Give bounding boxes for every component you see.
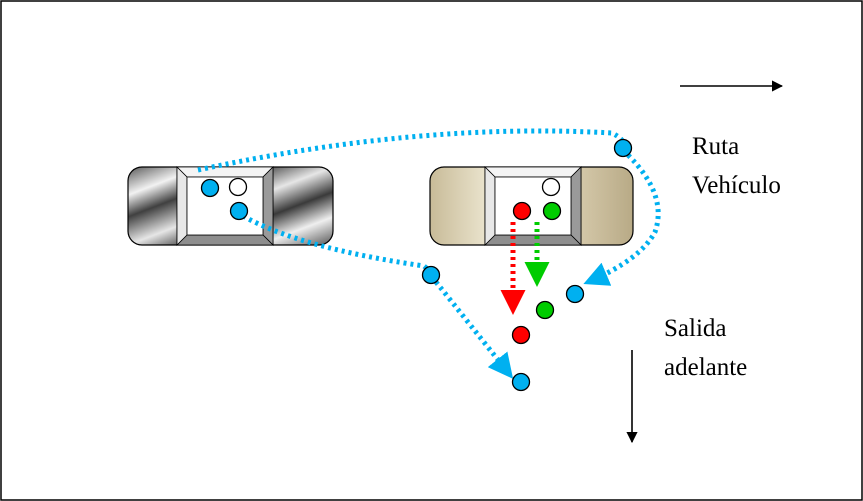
green-marker [542, 201, 562, 221]
red-marker [511, 325, 531, 345]
blue-marker [229, 201, 249, 221]
red-marker [512, 201, 532, 221]
route-label-line1: Ruta [692, 133, 740, 160]
route-path-left-down [241, 213, 433, 274]
exit-label-line2: adelante [664, 354, 748, 381]
exit-label-line1: Salida [664, 315, 727, 342]
blue-marker [421, 265, 441, 285]
blue-marker [565, 284, 585, 304]
blue-marker [200, 178, 220, 198]
blue-marker [613, 138, 633, 158]
green-marker [535, 300, 555, 320]
vehicle-right [429, 166, 634, 246]
blue-marker [511, 372, 531, 392]
vehicle-left [127, 166, 334, 246]
white-marker [541, 177, 561, 197]
route-path-right-curve [583, 153, 661, 286]
white-marker [228, 177, 248, 197]
route-label-line2: Vehículo [692, 172, 781, 199]
